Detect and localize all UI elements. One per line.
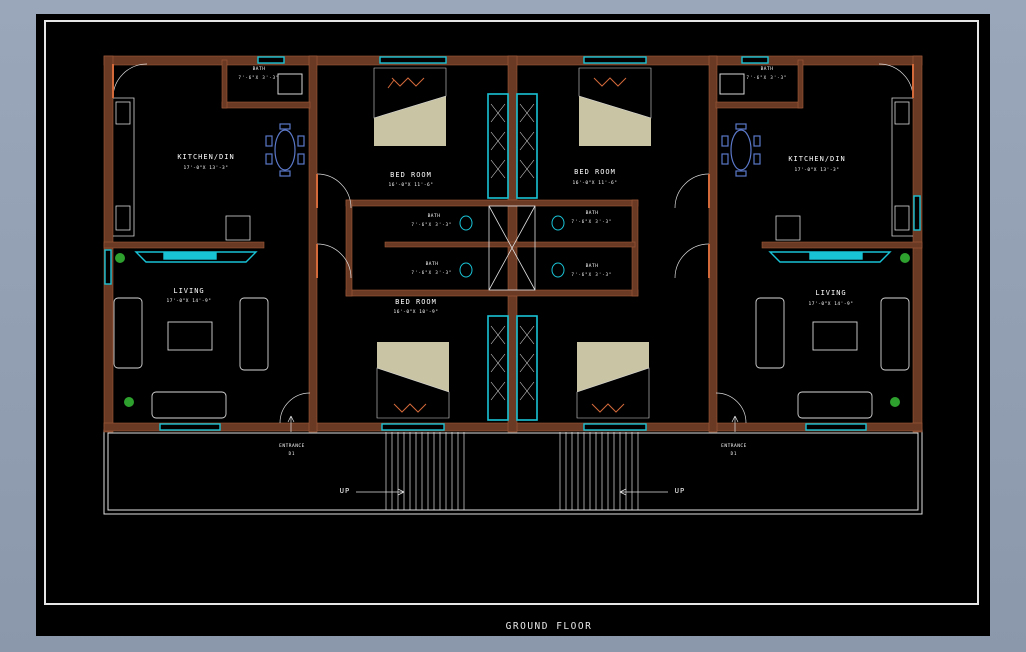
bed-bottom-left [376,342,450,419]
bath-center-ll-dims: 7'-6"X 3'-3" [411,270,453,275]
windows [104,56,921,431]
entrance-right-label: ENTRANCE [721,444,747,449]
central-shaft [488,205,536,291]
bed-top-right-dims: 16'-0"X 11'-6" [572,181,618,186]
breakfast-counters [134,251,892,263]
bath-center-lr-name: BATH [585,264,599,269]
entrance-right-door: D1 [730,451,738,456]
bath-top-left-dims: 7'-6"X 3'-3" [238,75,280,80]
kitchen-right-name: KITCHEN/DIN [788,155,846,163]
plants [115,253,910,407]
wardrobe-hangers [490,103,535,401]
kitchen-right-dims: 17'-0"X 13'-3" [794,168,840,173]
bath-center-ul-dims: 7'-6"X 3'-3" [411,222,453,227]
bath-center-ll-name: BATH [425,262,439,267]
bath-center-ur-name: BATH [585,211,599,216]
sofas [113,297,910,419]
bed-top-right [578,67,652,146]
drawing-border [44,20,979,605]
bath-top-left-name: BATH [252,67,266,72]
door-leaves [112,64,914,278]
beds [373,67,652,419]
bed-bottom-left-name: BED ROOM [395,298,437,306]
bed-top-right-name: BED ROOM [574,168,616,176]
bath-center-ul-name: BATH [427,214,441,219]
kitchen-left-dims: 17'-0"X 13'-3" [183,166,229,171]
bed-top-left-dims: 16'-0"X 11'-6" [388,183,434,188]
stair-right-up: UP [674,487,686,495]
living-right-name: LIVING [815,289,847,297]
entrance-left-door: D1 [288,451,296,456]
bath-top-right-dims: 7'-6"X 3'-3" [746,75,788,80]
bath-center-ur-dims: 7'-6"X 3'-3" [571,219,613,224]
bed-bottom-left-dims: 16'-0"X 10'-9" [393,310,439,315]
kitchen-left-name: KITCHEN/DIN [177,153,235,161]
bath-center-lr-dims: 7'-6"X 3'-3" [571,272,613,277]
sheet-title: GROUND FLOOR [505,621,593,632]
bath-top-right-name: BATH [760,67,774,72]
bed-bottom-right [576,342,650,419]
entrance-left-label: ENTRANCE [279,444,305,449]
living-right-dims: 17'-0"X 14'-9" [808,302,854,307]
exterior-walls [103,55,923,433]
wardrobes [487,93,538,421]
bed-top-left-name: BED ROOM [390,171,432,179]
stair-left-up: UP [339,487,351,495]
toilets [277,73,745,278]
dining-tables [265,123,761,177]
stairs [287,415,739,510]
kitchen-counters [113,97,913,241]
living-left-dims: 17'-0"X 14'-9" [166,299,212,304]
front-porch [103,429,923,515]
bed-top-left [373,67,447,146]
living-left-name: LIVING [173,287,205,295]
